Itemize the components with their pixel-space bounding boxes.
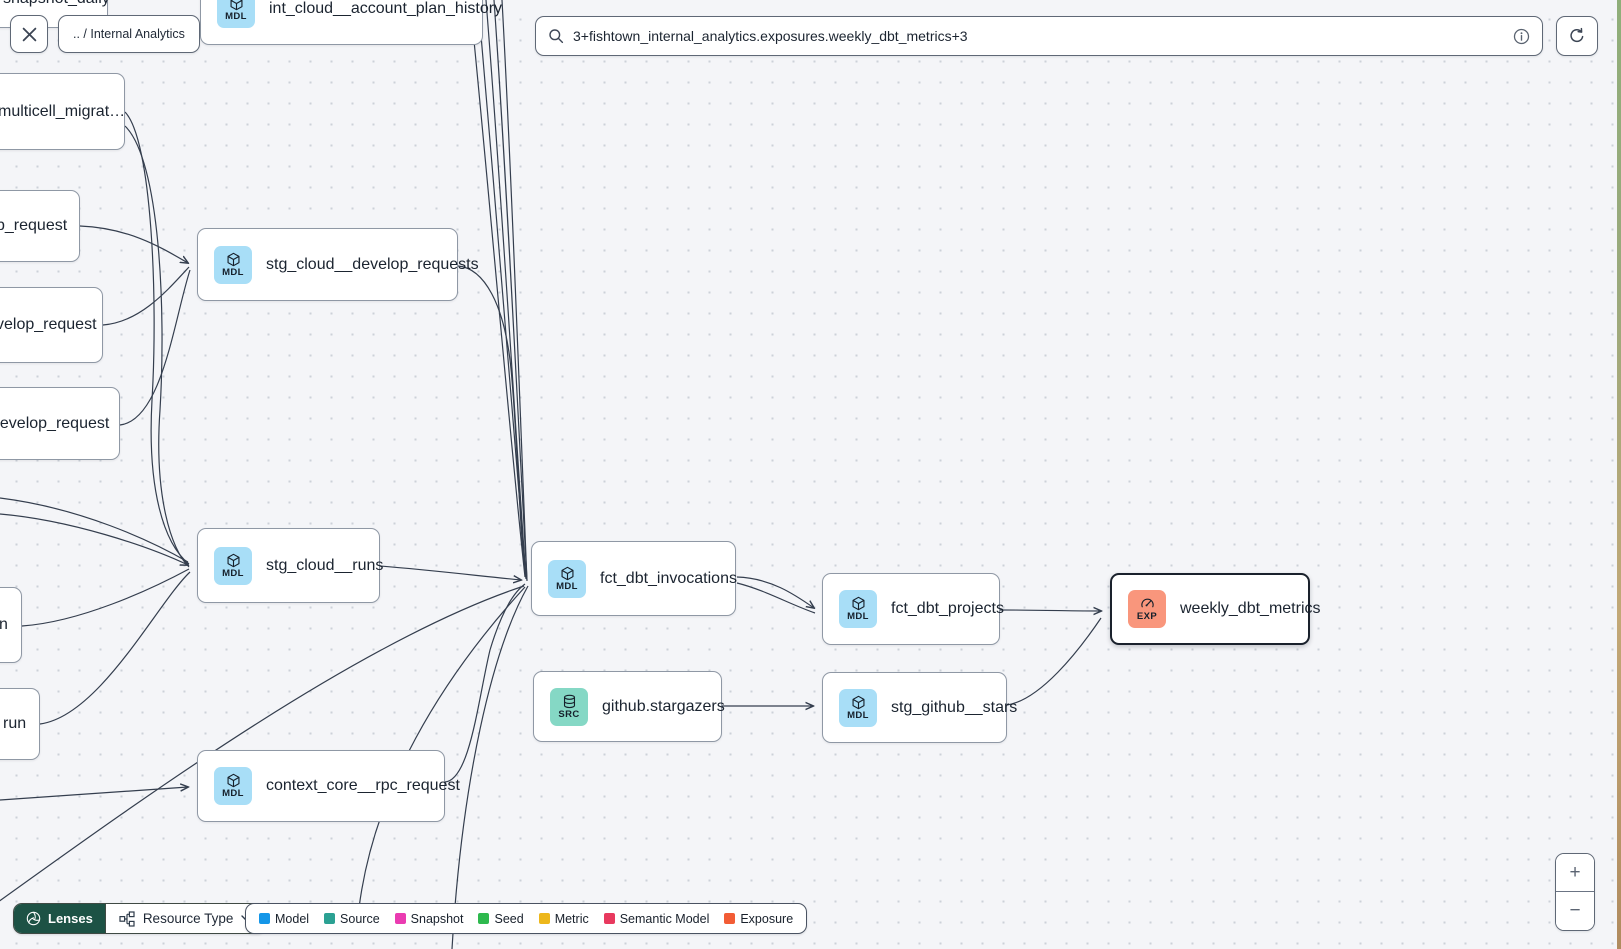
cube-icon [227, 252, 239, 266]
semantic-model-color-chip [603, 913, 615, 924]
resource-type-icon [119, 910, 135, 927]
graph-node[interactable]: MDL fct_dbt_invocations [531, 541, 737, 616]
resource-type-dropdown[interactable]: Resource Type [104, 904, 266, 933]
node-label: snapshot_daily [3, 0, 110, 8]
graph-node[interactable]: develop_request [0, 387, 120, 460]
graph-node[interactable]: velop_request [0, 287, 103, 363]
exposure-badge: EXP [1128, 590, 1166, 628]
search-input[interactable] [573, 28, 1504, 44]
exposure-color-chip [724, 913, 736, 924]
model-badge: MDL [839, 688, 877, 727]
legend-item-source: Source [324, 912, 380, 926]
close-button[interactable] [10, 15, 48, 53]
cube-icon [852, 695, 864, 709]
legend-item-metric: Metric [538, 912, 589, 926]
cube-icon [561, 566, 573, 580]
graph-node[interactable]: SRC github.stargazers [533, 671, 725, 742]
model-badge: MDL [214, 767, 252, 805]
zoom-in-button[interactable]: + [1556, 854, 1594, 892]
zoom-out-button[interactable]: − [1556, 892, 1594, 930]
resource-type-legend: Model Source Snapshot Seed Metric Semant… [245, 903, 808, 934]
lenses-label: Lenses [48, 911, 93, 926]
cube-icon [227, 553, 239, 567]
node-label: github.stargazers [602, 697, 725, 715]
cube-icon [227, 774, 239, 788]
seed-color-chip [478, 913, 490, 924]
node-label: n [0, 616, 8, 633]
close-icon [22, 27, 36, 41]
refresh-button[interactable] [1556, 16, 1598, 56]
graph-node[interactable]: MDL int_cloud__account_plan_history [200, 0, 502, 45]
graph-node[interactable]: MDL stg_cloud__runs [197, 528, 384, 603]
graph-node[interactable]: p_request [0, 190, 80, 262]
refresh-icon [1570, 27, 1584, 43]
breadcrumb-label: .. / Internal Analytics [73, 27, 185, 41]
graph-node[interactable]: MDL context_core__rpc_request [197, 750, 460, 822]
node-label: run [3, 715, 27, 732]
node-label: develop_request [0, 414, 110, 432]
cube-icon [230, 0, 242, 10]
model-badge: MDL [548, 559, 586, 598]
node-label: stg_cloud__runs [266, 556, 384, 574]
graph-node[interactable]: n [0, 587, 22, 663]
search-icon [549, 29, 564, 44]
snapshot-color-chip [394, 913, 406, 924]
node-label: weekly_dbt_metrics [1180, 600, 1321, 617]
legend-item-model: Model [259, 912, 309, 926]
model-badge: MDL [217, 0, 255, 28]
graph-node[interactable]: MDL fct_dbt_projects [822, 573, 1004, 645]
graph-node[interactable]: MDL stg_cloud__develop_requests [197, 228, 479, 301]
source-color-chip [324, 913, 336, 924]
node-label: stg_github__stars [891, 698, 1018, 716]
node-label: p_request [0, 217, 68, 234]
graph-node[interactable]: multicell_migrat… [0, 73, 125, 150]
info-icon[interactable] [1513, 28, 1530, 45]
zoom-controls: + − [1555, 853, 1595, 931]
cube-icon [852, 597, 864, 611]
legend-item-exposure: Exposure [724, 912, 793, 926]
resource-type-label: Resource Type [142, 911, 234, 926]
legend-item-semantic-model: Semantic Model [603, 912, 709, 926]
model-color-chip [259, 913, 270, 924]
node-label: fct_dbt_invocations [600, 569, 737, 587]
graph-node[interactable]: run [0, 688, 40, 760]
source-badge: SRC [550, 687, 588, 726]
node-label: fct_dbt_projects [891, 600, 1004, 617]
node-label: stg_cloud__develop_requests [266, 255, 479, 273]
lineage-search [535, 16, 1543, 56]
database-icon [563, 694, 575, 708]
graph-node[interactable]: MDL stg_github__stars [822, 672, 1017, 743]
model-badge: MDL [839, 590, 877, 628]
metric-color-chip [538, 913, 550, 924]
legend-item-snapshot: Snapshot [394, 912, 463, 926]
legend-item-seed: Seed [478, 912, 524, 926]
lens-aperture-icon [26, 911, 41, 926]
minus-icon: − [1569, 900, 1581, 921]
plus-icon: + [1569, 861, 1581, 883]
lenses-button[interactable]: Lenses [14, 904, 105, 933]
breadcrumb[interactable]: .. / Internal Analytics [58, 15, 200, 53]
node-label: multicell_migrat… [0, 102, 126, 120]
node-label: context_core__rpc_request [266, 777, 460, 794]
node-label: velop_request [0, 316, 97, 333]
node-label: int_cloud__account_plan_history [269, 0, 503, 17]
model-badge: MDL [214, 245, 252, 284]
model-badge: MDL [214, 546, 252, 585]
gauge-icon [1140, 598, 1154, 608]
graph-node-selected[interactable]: EXP weekly_dbt_metrics [1110, 573, 1321, 645]
screen-edge-strip [1617, 0, 1621, 949]
lenses-control: Lenses Resource Type [13, 903, 267, 934]
